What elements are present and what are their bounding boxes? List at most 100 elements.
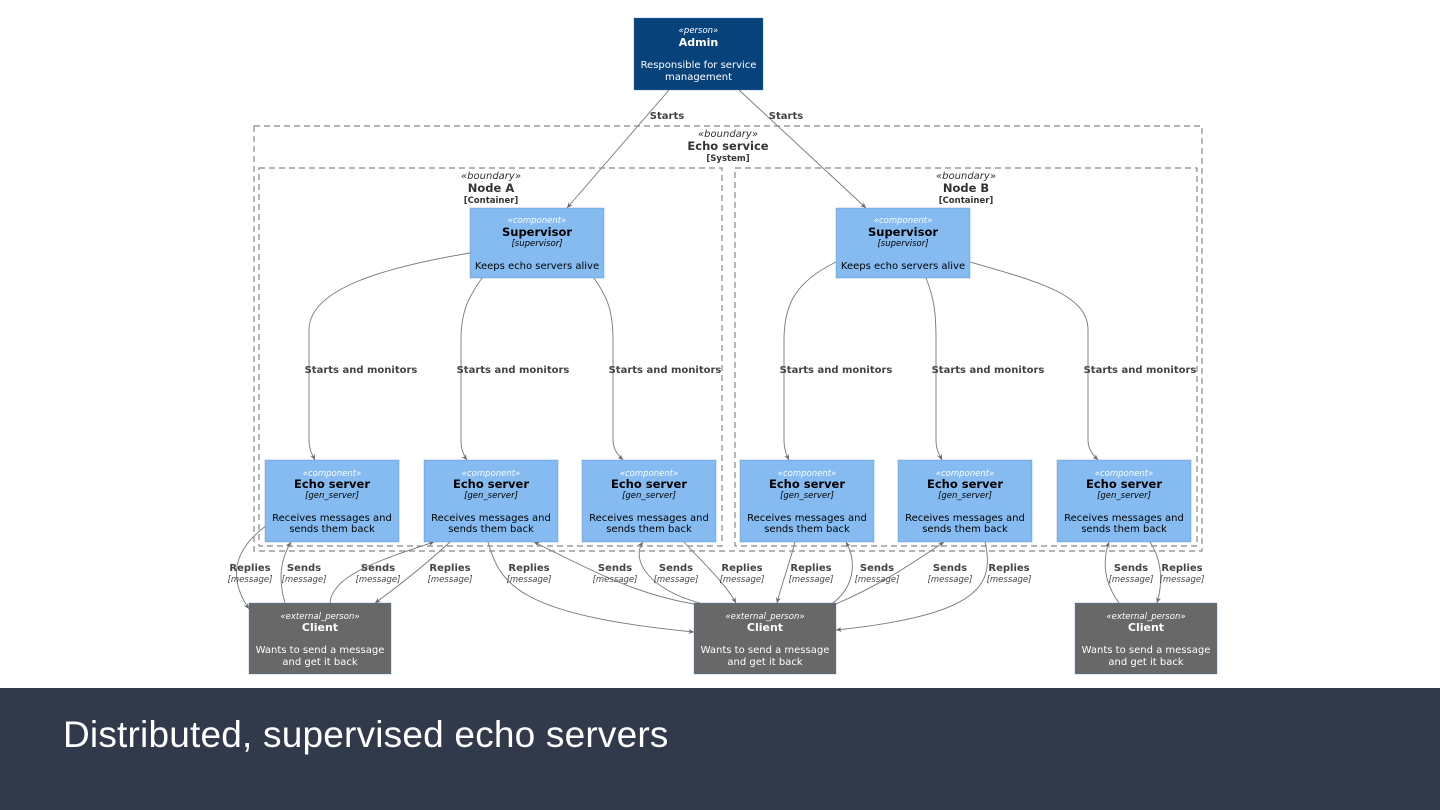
edge-starts-and-monitors-5-label: Starts and monitors [932,365,1045,376]
supervisor-node-a-desc: Keeps echo servers alive [475,261,599,272]
edge-client-replies-14-technology: [message] [1160,575,1205,585]
admin-person-name: Admin [679,36,718,49]
edge-starts-and-monitors-4 [783,261,837,461]
edge-client-replies-12-technology: [message] [987,575,1032,585]
echo-server-5-tech: [gen_server] [938,491,992,501]
edge-starts-and-monitors-6-label: Starts and monitors [1084,365,1197,376]
edge-client-sends-7-label: Sends [659,563,693,574]
edge-client-sends-11-technology: [message] [928,575,973,585]
echo-server-4-desc-line2: sends them back [764,524,850,535]
echo-server-6-desc-line2: sends them back [1081,524,1167,535]
edge-client-replies-12 [835,541,988,632]
client-2 [693,602,837,675]
supervisor-node-a-stereotype: «component» [508,216,567,226]
client-3-name: Client [1128,621,1164,634]
client-1 [248,602,392,675]
edge-client-sends-11 [835,541,945,605]
client-2-stereotype: «external_person» [725,612,804,622]
echo-server-4-stereotype: «component» [778,469,837,479]
edge-client-sends-13 [1104,541,1120,604]
supervisor-node-a-tech: [supervisor] [511,239,562,249]
edge-client-sends-7 [637,541,701,604]
client-2-name: Client [747,621,783,634]
edge-client-sends-6 [533,541,695,605]
echo-server-3-desc-line1: Receives messages and [589,513,709,524]
supervisor-node-a-name: Supervisor [502,225,572,239]
boundary-echo-service [253,125,1203,552]
architecture-diagram: «boundary»Echo service[System]«boundary»… [228,17,1218,675]
boundary-node-a [258,167,723,547]
supervisor-node-b-desc: Keeps echo servers alive [841,261,965,272]
echo-server-3-stereotype: «component» [620,469,679,479]
edge-starts-and-monitors-1 [308,252,471,461]
edge-starts-and-monitors-1-label: Starts and monitors [305,365,418,376]
edge-client-sends-10-technology: [message] [855,575,900,585]
supervisor-node-b-name: Supervisor [868,225,938,239]
boundary-node-b-stereotype: «boundary» [936,171,996,182]
edge-client-replies-9 [775,541,796,604]
edge-starts-and-monitors-3-label: Starts and monitors [609,365,722,376]
echo-server-6-name: Echo server [1086,477,1162,491]
echo-server-4-desc-line1: Receives messages and [747,513,867,524]
edge-starts-and-monitors-5 [925,277,943,461]
echo-server-5-desc-line1: Receives messages and [905,513,1025,524]
echo-server-4-name: Echo server [769,477,845,491]
boundary-echo-service-stereotype: «boundary» [698,129,758,140]
edge-admin-starts-a-label: Starts [650,111,684,122]
echo-server-5-desc-line2: sends them back [922,524,1008,535]
edge-client-replies-5-technology: [message] [507,575,552,585]
edge-admin-starts-b-label: Starts [769,111,803,122]
client-1-stereotype: «external_person» [280,612,359,622]
edge-client-sends-10-label: Sends [860,563,894,574]
echo-server-1-name: Echo server [294,477,370,491]
edge-client-sends-2 [280,541,292,604]
echo-server-2-tech: [gen_server] [464,491,518,501]
edge-client-replies-14-label: Replies [1161,563,1202,574]
echo-server-3-desc-line2: sends them back [606,524,692,535]
supervisor-node-b [835,207,971,279]
edge-starts-and-monitors-2-label: Starts and monitors [457,365,570,376]
echo-server-5-stereotype: «component» [936,469,995,479]
admin-person [633,17,764,91]
edge-starts-and-monitors-4-label: Starts and monitors [780,365,893,376]
admin-person-desc-line1: Responsible for service [641,60,757,71]
client-3-desc-line1: Wants to send a message [1082,645,1211,656]
boundary-node-a-tag: [Container] [464,196,519,206]
edge-client-sends-11-label: Sends [933,563,967,574]
edge-client-sends-6-technology: [message] [593,575,638,585]
edge-client-replies-8-technology: [message] [720,575,765,585]
echo-server-2-desc-line2: sends them back [448,524,534,535]
edge-client-replies-1 [235,524,268,610]
echo-server-1-stereotype: «component» [303,469,362,479]
echo-server-1-tech: [gen_server] [305,491,359,501]
edge-client-replies-14 [1149,541,1162,604]
edge-client-replies-4-label: Replies [429,563,470,574]
echo-server-6-stereotype: «component» [1095,469,1154,479]
edge-client-sends-6-label: Sends [598,563,632,574]
edge-client-replies-4 [374,541,451,604]
client-1-desc-line1: Wants to send a message [256,645,385,656]
edge-client-sends-13-label: Sends [1114,563,1148,574]
boundary-node-b-label: Node B [943,181,989,195]
echo-server-2-stereotype: «component» [462,469,521,479]
client-3-stereotype: «external_person» [1106,612,1185,622]
boundary-node-b-tag: [Container] [939,196,994,206]
boundary-node-b [734,167,1198,547]
edge-starts-and-monitors-6 [969,261,1099,461]
supervisor-node-a [469,207,605,279]
edge-client-sends-3-label: Sends [361,563,395,574]
echo-server-3-tech: [gen_server] [622,491,676,501]
edge-client-sends-13-technology: [message] [1109,575,1154,585]
edge-client-replies-4-technology: [message] [428,575,473,585]
edge-client-replies-9-technology: [message] [789,575,834,585]
supervisor-node-b-tech: [supervisor] [877,239,928,249]
edge-client-replies-8 [683,541,737,604]
edge-admin-starts-supervisor-b [738,89,867,209]
edge-admin-starts-supervisor-a [566,89,670,209]
client-2-desc-line1: Wants to send a message [701,645,830,656]
echo-server-2 [423,459,559,543]
edge-client-replies-5 [487,541,695,634]
boundary-node-a-stereotype: «boundary» [461,171,521,182]
client-3-desc-line2: and get it back [1108,657,1183,668]
edge-client-replies-12-label: Replies [988,563,1029,574]
